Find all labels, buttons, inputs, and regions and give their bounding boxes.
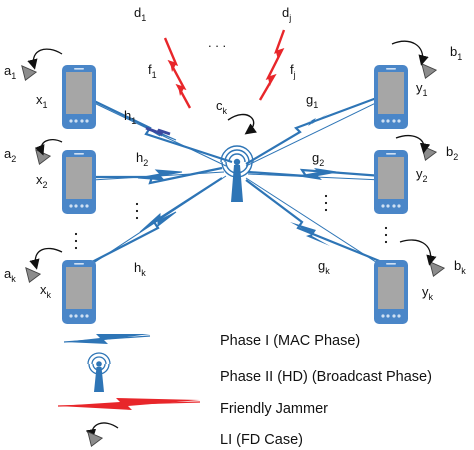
- channel-label-g1: g1: [306, 92, 318, 110]
- jammer-j: [258, 29, 286, 101]
- ant-label-a2: a2: [4, 146, 16, 164]
- li-arrow-a2: [34, 138, 63, 156]
- legend-mac-symbol: [63, 334, 151, 344]
- channel-label-gk: gk: [318, 258, 330, 276]
- ant-label-a1: a1: [4, 63, 16, 81]
- jammer-channel-1: f1: [148, 62, 157, 80]
- channel-label-h2: h2: [136, 150, 148, 168]
- link-g1: [245, 94, 383, 165]
- phone-y2: [374, 150, 408, 214]
- antenna-a1: [21, 65, 37, 81]
- node-label-x1: x1: [36, 92, 48, 110]
- node-label-y2: y2: [416, 166, 428, 184]
- legend-jammer-text: Friendly Jammer: [220, 401, 328, 417]
- legend: Phase I (MAC Phase) Phase II (HD) (Broad…: [57, 333, 432, 448]
- mac-links-right: [245, 94, 383, 264]
- jammer-ellipsis: . . .: [208, 35, 226, 50]
- mac-bolts-right: [290, 112, 340, 246]
- antenna-b1: [421, 63, 437, 79]
- link-g2: [247, 168, 383, 178]
- channel-label-g2: g2: [312, 150, 324, 168]
- jammer-label-1: d1: [134, 5, 146, 23]
- phone-x2: [62, 150, 96, 214]
- li-arrow-b1: [391, 40, 429, 66]
- li-arrow-ak: [29, 247, 63, 270]
- link-hk: [91, 177, 223, 263]
- phone-xk: [62, 260, 96, 324]
- antenna-bk: [429, 261, 445, 277]
- legend-li-text: LI (FD Case): [220, 432, 303, 448]
- li-arrow-a1: [27, 48, 63, 70]
- ant-label-bk: bk: [454, 258, 466, 276]
- legend-jammer-symbol: [57, 398, 201, 410]
- jammer-channel-j: fj: [290, 62, 296, 80]
- left-vertical-ellipsis: [74, 202, 139, 250]
- phone-y1: [374, 65, 408, 129]
- channel-label-h1: h1: [124, 108, 136, 126]
- antenna-ak: [25, 267, 41, 283]
- li-arrow-bk: [399, 239, 437, 266]
- ant-label-ak: ak: [4, 266, 16, 284]
- ant-label-b2: b2: [446, 144, 458, 162]
- ant-label-b1: b1: [450, 44, 462, 62]
- jammer-1: [163, 37, 192, 109]
- relay-label: ck: [216, 98, 228, 116]
- legend-broadcast-symbol: [87, 352, 111, 392]
- mac-links-left: [91, 99, 233, 263]
- channel-label-hk: hk: [134, 260, 146, 278]
- node-label-xk: xk: [40, 282, 52, 300]
- legend-li-symbol: [85, 422, 119, 447]
- node-label-y1: y1: [416, 80, 428, 98]
- antenna-a2: [35, 149, 51, 165]
- link-h2: [92, 166, 223, 185]
- phone-yk: [374, 260, 408, 324]
- legend-mac-text: Phase I (MAC Phase): [220, 333, 360, 349]
- li-arrow-b2: [395, 135, 431, 154]
- node-label-yk: yk: [422, 284, 434, 302]
- jammer-label-j: dj: [282, 5, 291, 23]
- relay-li-arrow: [227, 113, 257, 135]
- phone-x1: [62, 65, 96, 129]
- right-vertical-ellipsis: [324, 194, 388, 244]
- relay-station: [220, 145, 254, 202]
- node-label-x2: x2: [36, 172, 48, 190]
- legend-broadcast-text: Phase II (HD) (Broadcast Phase): [220, 369, 432, 385]
- h1-highlight: [145, 126, 171, 136]
- link-gk: [245, 179, 383, 264]
